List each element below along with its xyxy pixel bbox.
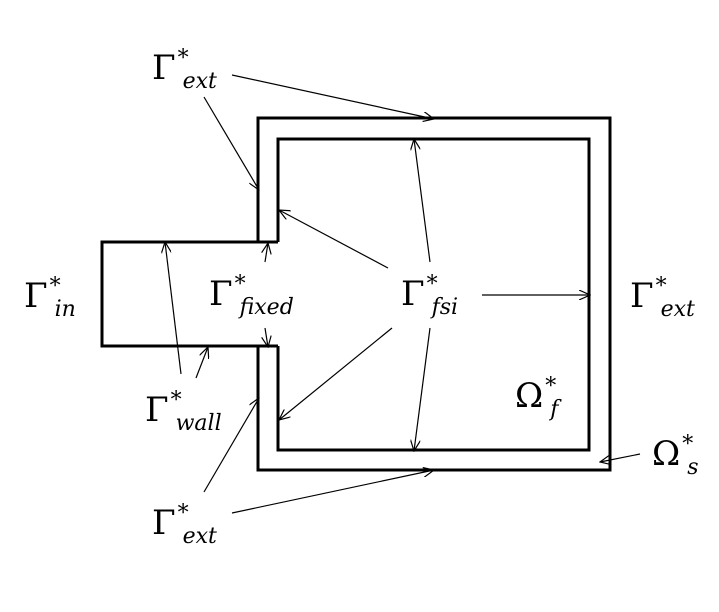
arrow-ext-bottom-1 xyxy=(231,470,434,514)
subscript: ext xyxy=(660,297,695,322)
arrow-fixed-up xyxy=(265,243,268,263)
superscript: * xyxy=(49,274,61,299)
symbol: Γ xyxy=(145,390,169,430)
superscript: * xyxy=(177,46,189,71)
superscript: * xyxy=(545,374,557,399)
label-gamma-in: Γ*in xyxy=(24,276,76,321)
subscript: fixed xyxy=(239,295,294,320)
superscript: * xyxy=(234,272,246,297)
arrow-ext-bottom-2 xyxy=(203,398,259,493)
label-gamma-ext-bottom: Γ*ext xyxy=(152,503,217,548)
arrow-ext-top-1 xyxy=(231,74,434,119)
subscript: s xyxy=(687,455,699,480)
subscript: wall xyxy=(175,411,222,436)
arrow-fixed-down xyxy=(265,327,268,347)
subscript: ext xyxy=(182,69,217,94)
arrow-fsi-bottom xyxy=(414,327,431,451)
arrow-fsi-lower-left xyxy=(279,327,393,420)
arrow-fsi-top xyxy=(414,139,431,263)
superscript: * xyxy=(655,274,667,299)
arrow-wall-top xyxy=(165,242,182,375)
label-omega-f: Ω*f xyxy=(515,376,558,421)
symbol: Γ xyxy=(209,274,233,314)
symbol: Γ xyxy=(630,276,654,316)
superscript: * xyxy=(170,388,182,413)
symbol: Ω xyxy=(652,434,681,474)
arrow-fsi-upper-left xyxy=(279,210,389,269)
label-gamma-ext-top: Γ*ext xyxy=(152,48,217,93)
label-gamma-fixed: Γ*fixed xyxy=(209,274,294,319)
arrow-omega-s xyxy=(600,453,641,462)
arrow-ext-top-2 xyxy=(203,96,259,190)
superscript: * xyxy=(682,432,694,457)
subscript: in xyxy=(54,297,76,322)
arrow-wall-bottom xyxy=(195,347,208,379)
inlet-channel xyxy=(100,240,278,348)
outer-boundary xyxy=(256,116,612,472)
subscript: f xyxy=(550,397,559,422)
label-omega-s: Ω*s xyxy=(652,434,699,479)
label-gamma-wall: Γ*wall xyxy=(145,390,222,435)
symbol: Γ xyxy=(401,274,425,314)
symbol: Γ xyxy=(152,48,176,88)
subscript: ext xyxy=(182,524,217,549)
symbol: Γ xyxy=(24,276,48,316)
superscript: * xyxy=(426,272,438,297)
symbol: Ω xyxy=(515,376,544,416)
subscript: fsi xyxy=(431,295,459,320)
label-gamma-ext-right: Γ*ext xyxy=(630,276,695,321)
symbol: Γ xyxy=(152,503,176,543)
superscript: * xyxy=(177,501,189,526)
label-gamma-fsi: Γ*fsi xyxy=(401,274,458,319)
